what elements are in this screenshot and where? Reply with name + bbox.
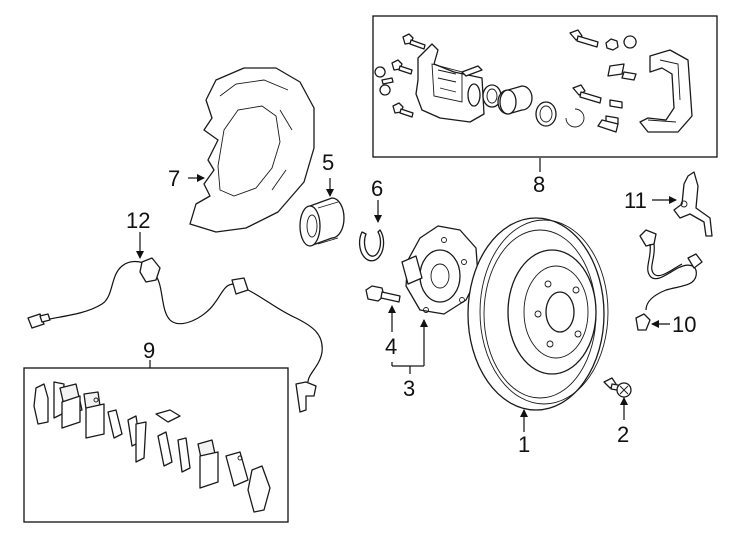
callout-12: 12	[126, 208, 150, 233]
sensor-bracket-icon	[673, 171, 713, 237]
wheel-hub-icon	[401, 225, 479, 315]
callout-6: 6	[371, 176, 383, 201]
piston-seal-icon	[482, 84, 585, 128]
hub-bolt-icon	[365, 285, 401, 303]
pad-kit-box	[23, 367, 289, 523]
callout-5: 5	[322, 150, 334, 175]
callout-10: 10	[672, 312, 696, 337]
callout-7: 7	[168, 166, 180, 191]
dust-shield-icon	[189, 67, 315, 233]
callout-8: 8	[533, 172, 545, 197]
abs-sensor-harness-icon	[27, 257, 323, 413]
callout-4: 4	[385, 334, 397, 359]
slide-pin-icon	[569, 29, 637, 133]
brake-hose-icon	[635, 229, 703, 331]
snap-ring-icon	[358, 229, 385, 262]
callout-11: 11	[624, 188, 647, 213]
leader-lines	[136, 158, 677, 432]
caliper-kit-group	[372, 15, 718, 158]
callout-9: 9	[143, 338, 155, 363]
brake-pad-icon	[33, 381, 271, 513]
pad-kit-group	[23, 367, 289, 523]
callout-1: 1	[518, 432, 530, 457]
caliper-bracket-icon	[639, 49, 693, 133]
rotor-screw-icon	[603, 377, 632, 398]
caliper-kit-box	[372, 15, 718, 158]
wheel-bearing-icon	[299, 197, 345, 247]
brake-rotor-icon	[467, 217, 609, 411]
callout-2: 2	[617, 422, 629, 447]
caliper-bolt-icon	[374, 33, 426, 118]
callout-3: 3	[403, 376, 415, 401]
caliper-body-icon	[415, 43, 485, 123]
callouts: 1 2 3 4 5 6 7 8 9 10 11 12	[126, 150, 696, 457]
